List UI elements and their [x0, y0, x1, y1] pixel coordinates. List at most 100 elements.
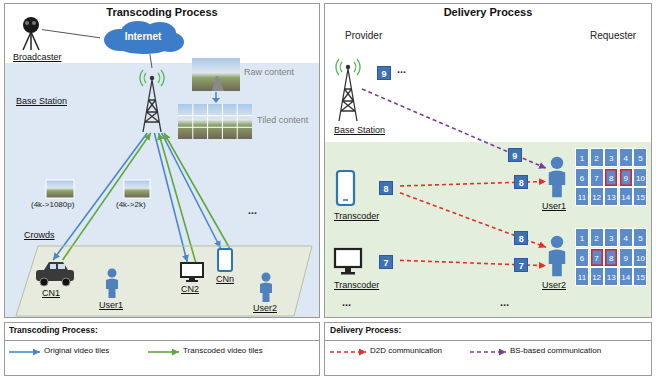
- tile-cell: 15: [633, 267, 647, 286]
- legend-heading: Delivery Process:: [330, 326, 401, 335]
- tile-cell: 7: [590, 168, 604, 187]
- tile-cell: 8: [604, 168, 618, 187]
- legend-label: Original video tiles: [44, 347, 109, 356]
- node-label: User1: [542, 202, 566, 212]
- node-label: Transcoder: [334, 281, 379, 291]
- text-label: Requester: [590, 30, 636, 41]
- connector-arrow: [42, 30, 100, 38]
- tile-cell: 2: [590, 148, 604, 167]
- tile-label: 7: [514, 258, 528, 272]
- monitor-icon: [181, 263, 203, 282]
- tile-cell: 11: [575, 187, 589, 206]
- text-label: ...: [500, 296, 509, 308]
- node-label: User2: [253, 304, 277, 314]
- tile-cell: 4: [619, 228, 633, 247]
- legend-line-sample: [9, 351, 40, 353]
- panel-title: Delivery Process: [325, 6, 651, 18]
- tile-cell: 8: [604, 248, 618, 267]
- legend-line-sample: [148, 351, 179, 353]
- tile-cell: 4: [619, 148, 633, 167]
- connector-arrow: [162, 133, 221, 248]
- crowd-node-car: CN1: [36, 260, 74, 286]
- legend-label: Transcoded video tiles: [183, 347, 263, 356]
- tile-cell: 12: [590, 187, 604, 206]
- node-label: Internet: [125, 31, 162, 42]
- car-icon: [36, 262, 74, 286]
- legend-line-sample: [330, 351, 366, 353]
- tile-cell: 13: [604, 187, 618, 206]
- legend-line-sample: [470, 351, 506, 353]
- person-icon: [260, 273, 272, 303]
- crowds-outline: [16, 246, 312, 316]
- text-label: (4k->1080p): [31, 201, 74, 210]
- tower-icon: [336, 59, 360, 121]
- legend-label: BS-based communication: [510, 347, 601, 356]
- user-person: User1: [104, 268, 120, 298]
- tile-label: 7: [379, 255, 393, 269]
- crowd-ground: [16, 246, 312, 316]
- legend-heading: Transcoding Process:: [9, 326, 98, 335]
- tile-cell: 6: [575, 168, 589, 187]
- phone-icon: [218, 249, 232, 271]
- text-label: (4k->2k): [116, 201, 146, 210]
- tile-cell: 3: [604, 228, 618, 247]
- node-label: CNn: [216, 275, 234, 285]
- node-label: User2: [542, 281, 566, 291]
- tile-cell: 10: [633, 168, 647, 187]
- node-label: CN2: [181, 285, 199, 295]
- requester-user: User2: [546, 234, 568, 278]
- split-arrow: [212, 92, 220, 103]
- tile-cell: 5: [633, 228, 647, 247]
- connector-arrow: [63, 133, 151, 260]
- tile-cell: 3: [604, 148, 618, 167]
- requester-user: User1: [546, 155, 568, 199]
- base-station-tower: Base Station: [140, 68, 164, 133]
- tile-label: 9: [508, 148, 522, 162]
- connector-arrow: [159, 133, 196, 262]
- thumbnail: [124, 180, 150, 198]
- tile-cell: 13: [604, 267, 618, 286]
- tile-cell: 9: [619, 168, 633, 187]
- tile-cell: 5: [633, 148, 647, 167]
- base-station-tower: Base Station: [334, 56, 362, 122]
- tile-cell: 14: [619, 187, 633, 206]
- tile-label: 8: [514, 231, 528, 245]
- monitor-icon: [335, 249, 361, 275]
- connector-arrow: [150, 54, 152, 68]
- camera-icon: [23, 17, 39, 50]
- tile-cell: 10: [633, 248, 647, 267]
- node-label: Broadcaster: [13, 53, 62, 63]
- tile-cell: 6: [575, 248, 589, 267]
- node-label: Base Station: [16, 97, 67, 107]
- tower-icon: [140, 70, 164, 132]
- region-fill: [325, 142, 651, 317]
- node-label: Transcoder: [334, 212, 379, 222]
- internet-cloud: Internet: [100, 18, 186, 54]
- thumbnail: [46, 180, 74, 198]
- legend-frame: [5, 323, 652, 376]
- text-label: ...: [397, 63, 406, 75]
- person-icon: [106, 269, 118, 299]
- crowd-node-phone: CNn: [216, 248, 234, 272]
- text-label: ...: [342, 296, 351, 308]
- tile-cell: 2: [590, 228, 604, 247]
- text-label: Tiled content: [257, 116, 308, 126]
- tile-cell: 1: [575, 148, 589, 167]
- connector-arrow: [362, 89, 546, 168]
- person-icon: [549, 236, 566, 277]
- broadcaster-camera: Broadcaster: [20, 16, 42, 50]
- text-label: Raw content: [244, 68, 294, 78]
- crowds-region: CN1User1CN2CNnUser2Crowds: [16, 246, 312, 316]
- legend-label: D2D communication: [370, 347, 442, 356]
- panel-box: BroadcasterInternetBase StationCN1User1C…: [4, 3, 320, 318]
- tile-cell: 14: [619, 267, 633, 286]
- region-fill: [5, 63, 319, 317]
- node-label: User1: [99, 301, 123, 311]
- node-label: CN1: [42, 289, 60, 299]
- tiled-image: [178, 104, 252, 139]
- tile-cell: 7: [590, 248, 604, 267]
